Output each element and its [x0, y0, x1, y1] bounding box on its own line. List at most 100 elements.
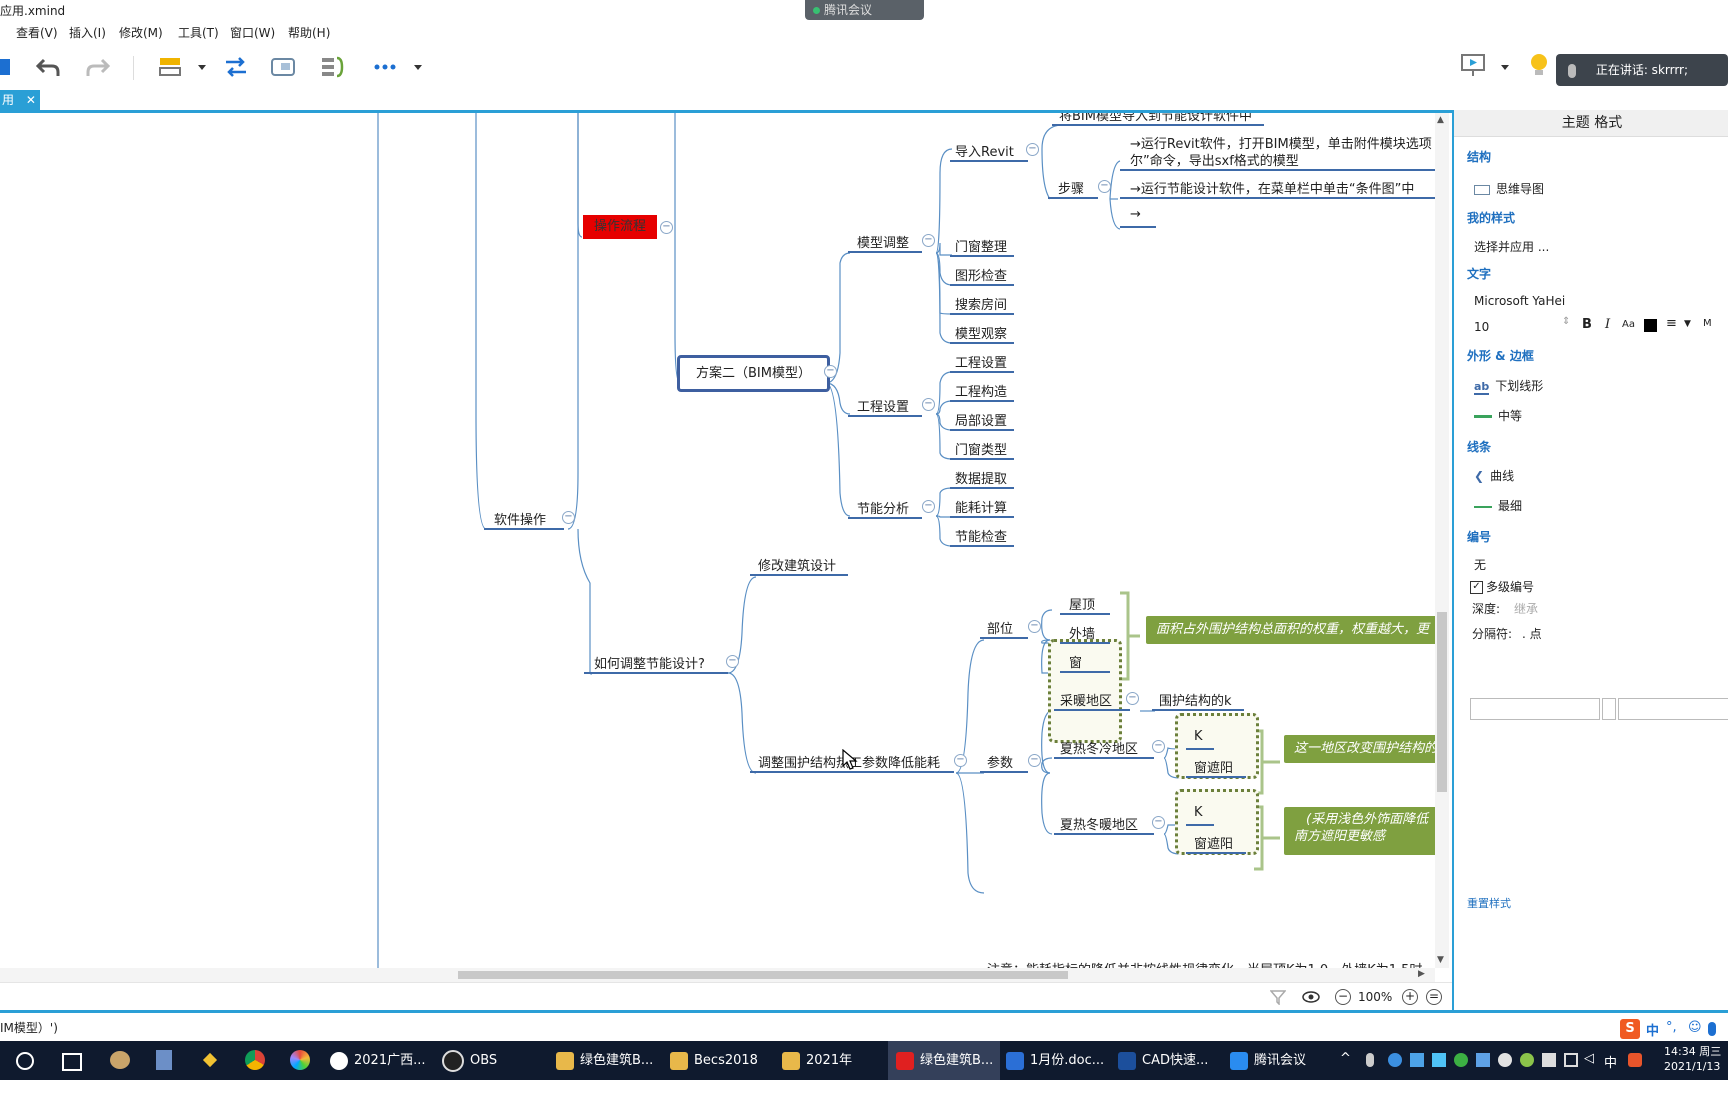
callout-hscw[interactable]: 这一地区改变围护结构的: [1284, 735, 1435, 763]
suffix-input[interactable]: [1618, 698, 1728, 720]
taskbar-item-4[interactable]: Becs2018: [670, 1041, 770, 1080]
node-step3[interactable]: →: [1130, 207, 1141, 222]
collapse-icon[interactable]: −: [954, 754, 967, 767]
align-dropdown-icon[interactable]: ▼: [1684, 319, 1691, 329]
ime-chinese-mode[interactable]: 中: [1646, 1024, 1660, 1039]
boundary-icon[interactable]: [270, 54, 296, 80]
node-step1-line1[interactable]: →运行Revit软件，打开BIM模型，单击附件模块选项: [1130, 137, 1432, 152]
ime-voice-icon[interactable]: [1708, 1022, 1716, 1036]
dropdown-arrow-icon[interactable]: [194, 54, 220, 80]
font-size-stepper-icon[interactable]: ⇕: [1562, 316, 1571, 327]
tray-app-icon[interactable]: [1432, 1053, 1446, 1067]
collapse-icon[interactable]: −: [922, 398, 935, 411]
node-model-view[interactable]: 模型观察: [955, 327, 1008, 342]
undo-icon[interactable]: [36, 54, 62, 80]
border-width-select[interactable]: 中等: [1474, 407, 1522, 424]
line-width-select[interactable]: 最细: [1474, 497, 1522, 514]
node-eng-construct[interactable]: 工程构造: [955, 385, 1008, 400]
node-outer-wall[interactable]: 外墙: [1069, 627, 1096, 642]
task-view-icon[interactable]: [62, 1053, 82, 1071]
node-modify-arch[interactable]: 修改建筑设计: [758, 559, 837, 574]
document-tab[interactable]: 用 ✕: [0, 90, 40, 110]
taskbar-item-8[interactable]: CAD快速...: [1118, 1041, 1218, 1080]
node-software-ops[interactable]: 软件操作: [494, 513, 547, 528]
tray-microphone-icon[interactable]: [1366, 1053, 1374, 1067]
presentation-dropdown-icon[interactable]: [1497, 54, 1523, 80]
more-dropdown-icon[interactable]: [410, 54, 436, 80]
collapse-icon[interactable]: −: [824, 365, 837, 378]
align-icon[interactable]: ≡: [1666, 316, 1677, 331]
node-door-window-type[interactable]: 门窗类型: [955, 443, 1008, 458]
text-color-icon[interactable]: [1644, 319, 1657, 332]
node-window[interactable]: 窗: [1069, 656, 1083, 671]
collapse-icon[interactable]: −: [660, 221, 673, 234]
presentation-icon[interactable]: [1460, 52, 1486, 78]
bold-icon[interactable]: B: [1582, 317, 1592, 332]
network-icon[interactable]: [1564, 1053, 1578, 1067]
chrome-icon[interactable]: [245, 1050, 265, 1070]
taskbar-item-9[interactable]: 腾讯会议: [1230, 1041, 1330, 1080]
tray-app-icon[interactable]: [1388, 1053, 1402, 1067]
node-step2[interactable]: →运行节能设计软件，在菜单栏中单击“条件图”中: [1130, 182, 1415, 197]
summary-icon[interactable]: [320, 54, 346, 80]
number-format-input[interactable]: [1602, 698, 1616, 720]
filter-icon[interactable]: [1270, 989, 1286, 1005]
node-local-setting[interactable]: 局部设置: [955, 414, 1008, 429]
node-params[interactable]: 参数: [987, 756, 1014, 771]
eye-icon[interactable]: [1302, 990, 1320, 1004]
mindmap-canvas[interactable]: 软件操作 − 操作流程 − 方案二（BIM模型） − 模型调整 − 导入Revi…: [0, 113, 1435, 968]
node-shape-check[interactable]: 图形检查: [955, 269, 1008, 284]
node-k2[interactable]: K: [1194, 805, 1203, 820]
taskbar-item-1[interactable]: 2021广西...: [330, 1041, 430, 1080]
node-data-extract[interactable]: 数据提取: [955, 472, 1008, 487]
callout-hsww[interactable]: (采用浅色外饰面降低 南方遮阳更敏感: [1284, 807, 1435, 855]
node-energy-check[interactable]: 节能检查: [955, 530, 1008, 545]
node-shade2[interactable]: 窗遮阳: [1194, 837, 1234, 852]
node-import-bim[interactable]: 将BIM模型导入到节能设计软件中: [1059, 113, 1252, 124]
redo-icon[interactable]: [84, 54, 110, 80]
node-k1[interactable]: K: [1194, 729, 1203, 744]
horizontal-scroll-thumb[interactable]: [458, 971, 1068, 979]
tray-app-icon[interactable]: [1520, 1053, 1534, 1067]
lightbulb-icon[interactable]: [1526, 52, 1552, 78]
node-hsww-zone[interactable]: 夏热冬暖地区: [1060, 818, 1139, 833]
node-envelope-k[interactable]: 围护结构的k: [1159, 694, 1232, 709]
node-energy-calc[interactable]: 能耗计算: [955, 501, 1008, 516]
fit-map-icon[interactable]: =: [1426, 989, 1442, 1005]
node-import-revit[interactable]: 导入Revit: [955, 145, 1014, 160]
menu-help[interactable]: 帮助(H): [288, 26, 331, 40]
collapse-icon[interactable]: −: [1126, 692, 1139, 705]
taskbar-item-5[interactable]: 2021年: [782, 1041, 882, 1080]
colorful-app-icon[interactable]: [290, 1050, 310, 1070]
line-shape-select[interactable]: ❮曲线: [1474, 467, 1514, 484]
tray-app-icon[interactable]: [1498, 1053, 1512, 1067]
sogou-logo-icon[interactable]: S: [1620, 1019, 1640, 1039]
search-icon[interactable]: [16, 1052, 34, 1070]
node-step1-line2[interactable]: 尔”命令，导出sxf格式的模型: [1130, 154, 1299, 169]
taskbar-item-7[interactable]: 1月份.doc...: [1006, 1041, 1106, 1080]
mystyle-select[interactable]: 选择并应用 ...: [1474, 240, 1550, 254]
node-plan2[interactable]: 方案二（BIM模型）: [677, 355, 830, 392]
reset-style-link[interactable]: 重置样式: [1467, 897, 1511, 910]
vertical-scrollbar[interactable]: ▲ ▼: [1435, 113, 1449, 968]
taskbar-item-6[interactable]: 绿色建筑B...: [888, 1041, 1000, 1080]
tray-expand-icon[interactable]: ^: [1340, 1051, 1351, 1066]
collapse-icon[interactable]: −: [1026, 143, 1039, 156]
brush-icon[interactable]: [202, 1052, 218, 1068]
node-search-room[interactable]: 搜索房间: [955, 298, 1008, 313]
structure-select[interactable]: 思维导图: [1474, 180, 1544, 197]
node-note[interactable]: 注意：能耗指标的降低并非按线性规律变化，当屋顶K为1.0，外墙K为1.5时: [987, 959, 1422, 968]
multi-level-checkbox[interactable]: ✓多级编号: [1470, 578, 1534, 595]
menu-modify[interactable]: 修改(M): [119, 26, 163, 40]
zoom-out-icon[interactable]: −: [1335, 989, 1351, 1005]
ime-emoji-icon[interactable]: ☺: [1688, 1020, 1702, 1035]
node-model-adjust[interactable]: 模型调整: [857, 236, 910, 251]
taskbar-item-3[interactable]: 绿色建筑B...: [556, 1041, 656, 1080]
italic-icon[interactable]: I: [1605, 317, 1611, 332]
node-steps[interactable]: 步骤: [1058, 182, 1085, 197]
relationship-icon[interactable]: [223, 54, 249, 80]
node-eng-setting-a[interactable]: 工程设置: [955, 356, 1008, 371]
node-op-flow[interactable]: 操作流程: [583, 215, 657, 239]
ime-punctuation-icon[interactable]: °,: [1666, 1020, 1677, 1035]
